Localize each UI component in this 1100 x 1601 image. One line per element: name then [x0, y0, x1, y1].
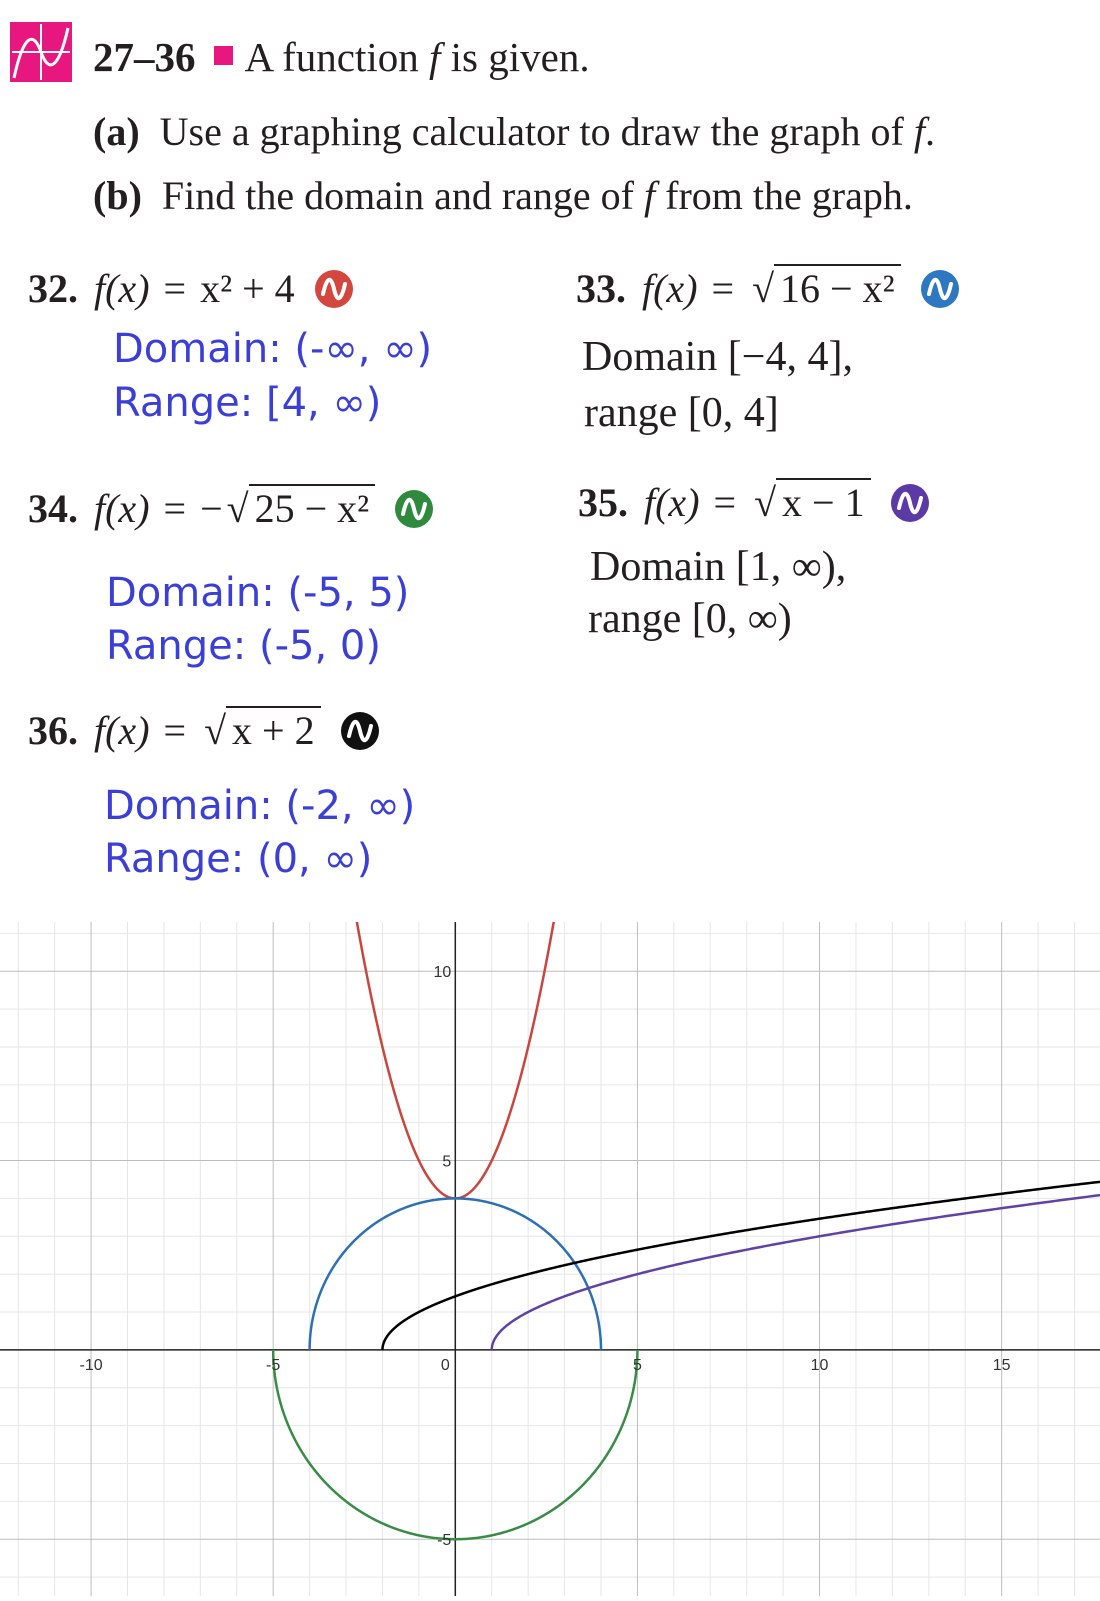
- y-tick-label: 5: [442, 1154, 451, 1171]
- graph-wave-icon: [890, 484, 929, 522]
- answer-33-range: range [0, 4]: [584, 390, 779, 436]
- problem-36: 36. f(x) = √x + 2: [28, 706, 379, 756]
- y-tick-label: 10: [434, 964, 452, 981]
- equals-sign: =: [163, 486, 187, 531]
- problem-number: 33.: [576, 266, 626, 311]
- function-rhs: x² + 4: [200, 266, 295, 311]
- instruction-var: f: [428, 34, 441, 80]
- equals-sign: =: [713, 480, 737, 525]
- problem-32: 32. f(x) = x² + 4: [28, 264, 353, 314]
- instruction-pre: A function: [244, 34, 429, 80]
- graph-svg: -10 -5 0 5 10 15 10 5 -5: [0, 857, 1100, 1596]
- equals-sign: =: [163, 708, 187, 753]
- function-lhs: f(x): [94, 266, 150, 311]
- problem-34: 34. f(x) =−√25 − x²: [28, 484, 434, 534]
- answer-35-range: range [0, ∞): [588, 596, 792, 642]
- problem-number: 36.: [28, 708, 78, 753]
- graph-wave-icon: [920, 270, 959, 308]
- problem-number: 32.: [28, 266, 78, 311]
- function-lhs: f(x): [642, 266, 698, 311]
- x-tick-label: -10: [79, 1357, 102, 1374]
- part-a-label: (a): [93, 109, 140, 154]
- part-a: (a) Use a graphing calculator to draw th…: [93, 108, 935, 156]
- graph-wave-icon: [314, 270, 353, 308]
- sqrt-body: 25 − x²: [248, 484, 376, 531]
- answer-32-range: Range: [4, ∞): [113, 380, 382, 426]
- part-a-var: f: [913, 109, 925, 154]
- problem-number: 35.: [578, 480, 628, 525]
- problem-number: 34.: [28, 486, 78, 531]
- sqrt-expression: √x + 2: [200, 706, 321, 756]
- range-label: 27–36: [93, 34, 196, 80]
- part-b-var: f: [644, 173, 656, 218]
- equals-sign: =: [711, 266, 735, 311]
- equals-sign: =: [163, 266, 187, 311]
- x-tick-label: -5: [266, 1357, 280, 1374]
- part-b-text-post: from the graph.: [655, 173, 913, 218]
- curve-series-2: [271, 1349, 639, 1541]
- answer-33-domain: Domain [−4, 4],: [582, 334, 853, 380]
- answer-34-range: Range: (-5, 0): [106, 623, 381, 669]
- x-tick-label: 0: [441, 1357, 450, 1374]
- answer-32-domain: Domain: (-∞, ∞): [113, 326, 433, 372]
- function-lhs: f(x): [94, 708, 150, 753]
- sqrt-expression: √16 − x²: [748, 264, 901, 314]
- answer-36-range: Range: (0, ∞): [104, 836, 373, 882]
- problem-35: 35. f(x) = √x − 1: [578, 478, 929, 528]
- answer-34-domain: Domain: (-5, 5): [106, 570, 410, 616]
- graph-wave-icon: [340, 712, 379, 750]
- sqrt-expression: √25 − x²: [223, 484, 376, 534]
- part-b-label: (b): [93, 173, 142, 218]
- x-tick-label: 5: [633, 1357, 642, 1374]
- function-lhs: f(x): [644, 480, 700, 525]
- curve-series-3: [490, 1193, 1100, 1350]
- x-tick-label: 10: [811, 1357, 829, 1374]
- minus-sign: −: [200, 486, 223, 531]
- instruction-post: is given.: [440, 34, 590, 80]
- graph-wave-icon: [395, 490, 434, 528]
- curve-series-4: [381, 1180, 1100, 1350]
- section-header: 27–36 A function f is given.: [93, 33, 590, 81]
- sqrt-body: x + 2: [226, 706, 321, 753]
- part-a-text-pre: Use a graphing calculator to draw the gr…: [159, 109, 914, 154]
- function-graph: -10 -5 0 5 10 15 10 5 -5: [0, 857, 1100, 1596]
- function-lhs: f(x): [94, 486, 150, 531]
- x-tick-label: 15: [993, 1357, 1011, 1374]
- answer-35-domain: Domain [1, ∞),: [590, 544, 847, 590]
- graphing-logo-icon: [10, 22, 72, 82]
- part-b: (b) Find the domain and range of f from …: [93, 172, 913, 220]
- y-tick-label: -5: [437, 1532, 451, 1549]
- answer-36-domain: Domain: (-2, ∞): [104, 783, 416, 829]
- sqrt-expression: √x − 1: [750, 478, 871, 528]
- part-a-text-post: .: [924, 109, 935, 154]
- problem-33: 33. f(x) = √16 − x²: [576, 264, 959, 314]
- header-square-icon: [213, 46, 233, 65]
- sqrt-body: x − 1: [776, 478, 871, 525]
- part-b-text-pre: Find the domain and range of: [161, 173, 644, 218]
- sqrt-body: 16 − x²: [774, 264, 901, 311]
- curve-series-1: [308, 1197, 603, 1350]
